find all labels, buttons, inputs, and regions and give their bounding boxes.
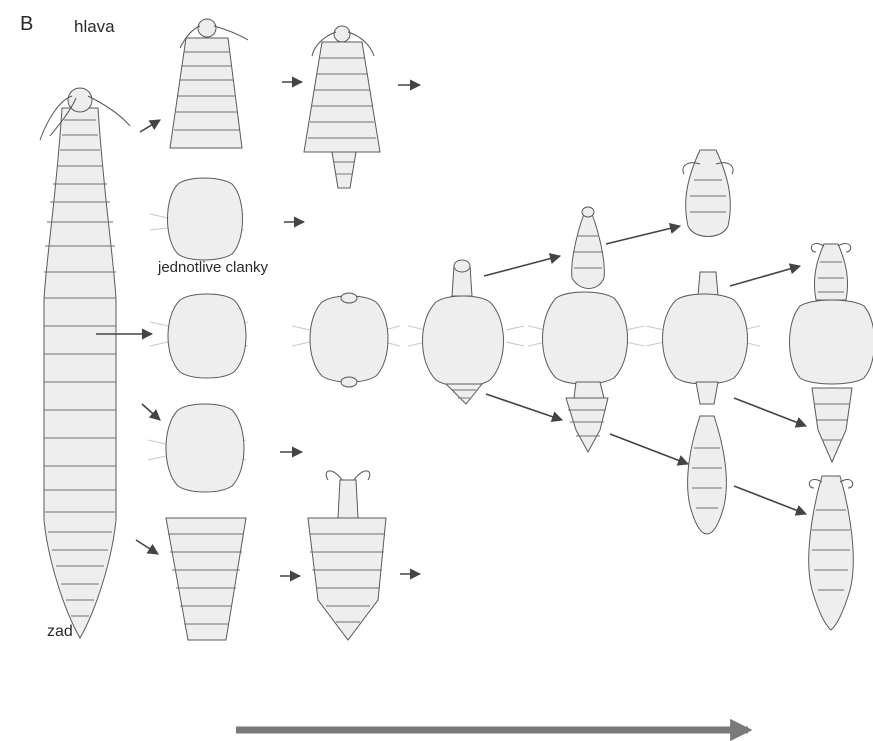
panel-letter: B	[20, 13, 33, 35]
middle-stage-3	[408, 260, 524, 404]
segments-label: jednotlive clanky	[157, 259, 269, 276]
final-stage	[790, 244, 873, 630]
segment-fragment-lower	[148, 404, 246, 492]
tail-regenerated	[308, 471, 386, 640]
head-regenerated	[304, 26, 380, 188]
head-fragment	[170, 19, 248, 148]
segment-fragment-top	[150, 178, 244, 260]
segment-fragment-middle	[150, 294, 248, 378]
middle-stage-2	[292, 293, 400, 387]
tail-fragment	[166, 518, 246, 640]
head-label: hlava	[74, 17, 115, 36]
middle-stage-4	[528, 207, 644, 452]
middle-stage-5	[646, 150, 760, 534]
whole-worm	[40, 88, 130, 638]
